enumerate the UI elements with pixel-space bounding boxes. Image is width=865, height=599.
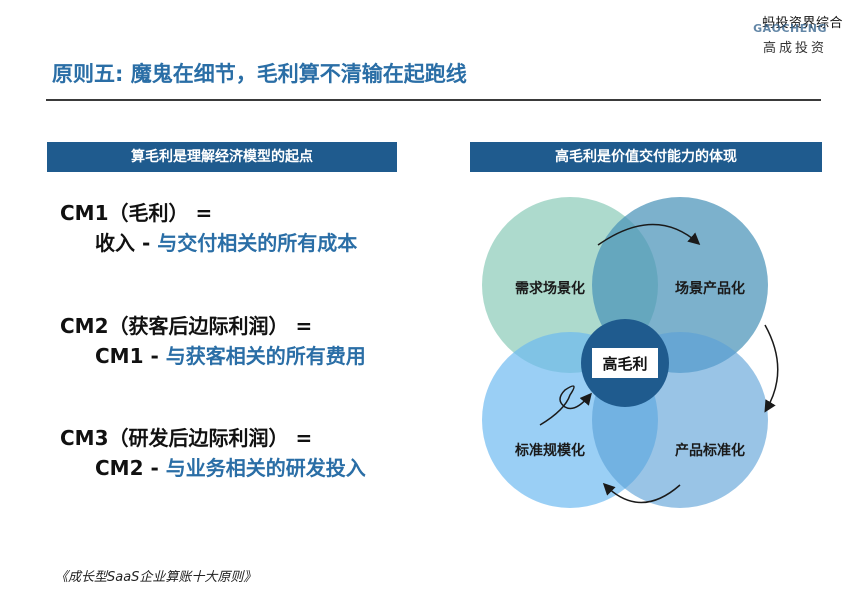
label-product-standard: 产品标准化: [675, 442, 745, 459]
formula-cm1-minus: -: [135, 231, 158, 255]
formula-cm3-minus: -: [143, 456, 166, 480]
label-standard-scale: 标准规模化: [514, 442, 585, 459]
center-label: 高毛利: [602, 355, 647, 373]
formula-cm3: CM3（研发后边际利润） = CM2 - 与业务相关的研发投入: [60, 423, 366, 483]
formula-cm2-term: CM1: [95, 344, 144, 368]
formula-cm2-definition: CM2（获客后边际利润） =: [60, 314, 313, 338]
right-section-header: 高毛利是价值交付能力的体现: [470, 142, 822, 172]
logo-cn-text: 高成投资: [762, 41, 827, 56]
company-logo: GAOCHENG 高成投资: [737, 22, 827, 56]
formula-cm3-desc: 与业务相关的研发投入: [165, 456, 366, 480]
formula-cm1-expression: 收入 - 与交付相关的所有成本: [60, 228, 357, 258]
formula-cm3-term: CM2: [95, 456, 144, 480]
formula-cm3-expression: CM2 - 与业务相关的研发投入: [60, 453, 366, 483]
source-citation: 《成长型SaaS企业算账十大原则》: [55, 570, 257, 585]
arrow-right: [764, 324, 779, 413]
formula-cm2-desc: 与获客相关的所有费用: [165, 344, 366, 368]
formula-cm2: CM2（获客后边际利润） = CM1 - 与获客相关的所有费用: [60, 311, 366, 371]
formula-cm1-definition: CM1（毛利） =: [60, 201, 213, 225]
formula-cm1-term: 收入: [95, 231, 135, 255]
title-divider: [46, 99, 821, 101]
formula-cm2-minus: -: [143, 344, 166, 368]
formula-cm1-desc: 与交付相关的所有成本: [157, 231, 358, 255]
center-label-box: [592, 348, 658, 378]
logo-en-text: GAOCHENG: [753, 22, 827, 35]
formula-cm2-expression: CM1 - 与获客相关的所有费用: [60, 341, 366, 371]
formula-cm3-definition: CM3（研发后边际利润） =: [60, 426, 313, 450]
label-demand-scenario: 需求场景化: [515, 280, 585, 297]
formula-cm1: CM1（毛利） = 收入 - 与交付相关的所有成本: [60, 198, 357, 258]
arrow-left-swirl: [539, 385, 592, 426]
venn-diagram: 高毛利 需求场景化 场景产品化 标准规模化 产品标准化: [482, 197, 779, 508]
label-scenario-product: 场景产品化: [675, 280, 745, 297]
arrow-bottom: [602, 482, 681, 504]
page-title: 原则五: 魔鬼在细节，毛利算不清输在起跑线: [52, 62, 467, 86]
arrow-top: [597, 223, 701, 246]
left-section-header: 算毛利是理解经济模型的起点: [47, 142, 397, 172]
watermark-text: 蚂投资界综合: [761, 16, 843, 31]
